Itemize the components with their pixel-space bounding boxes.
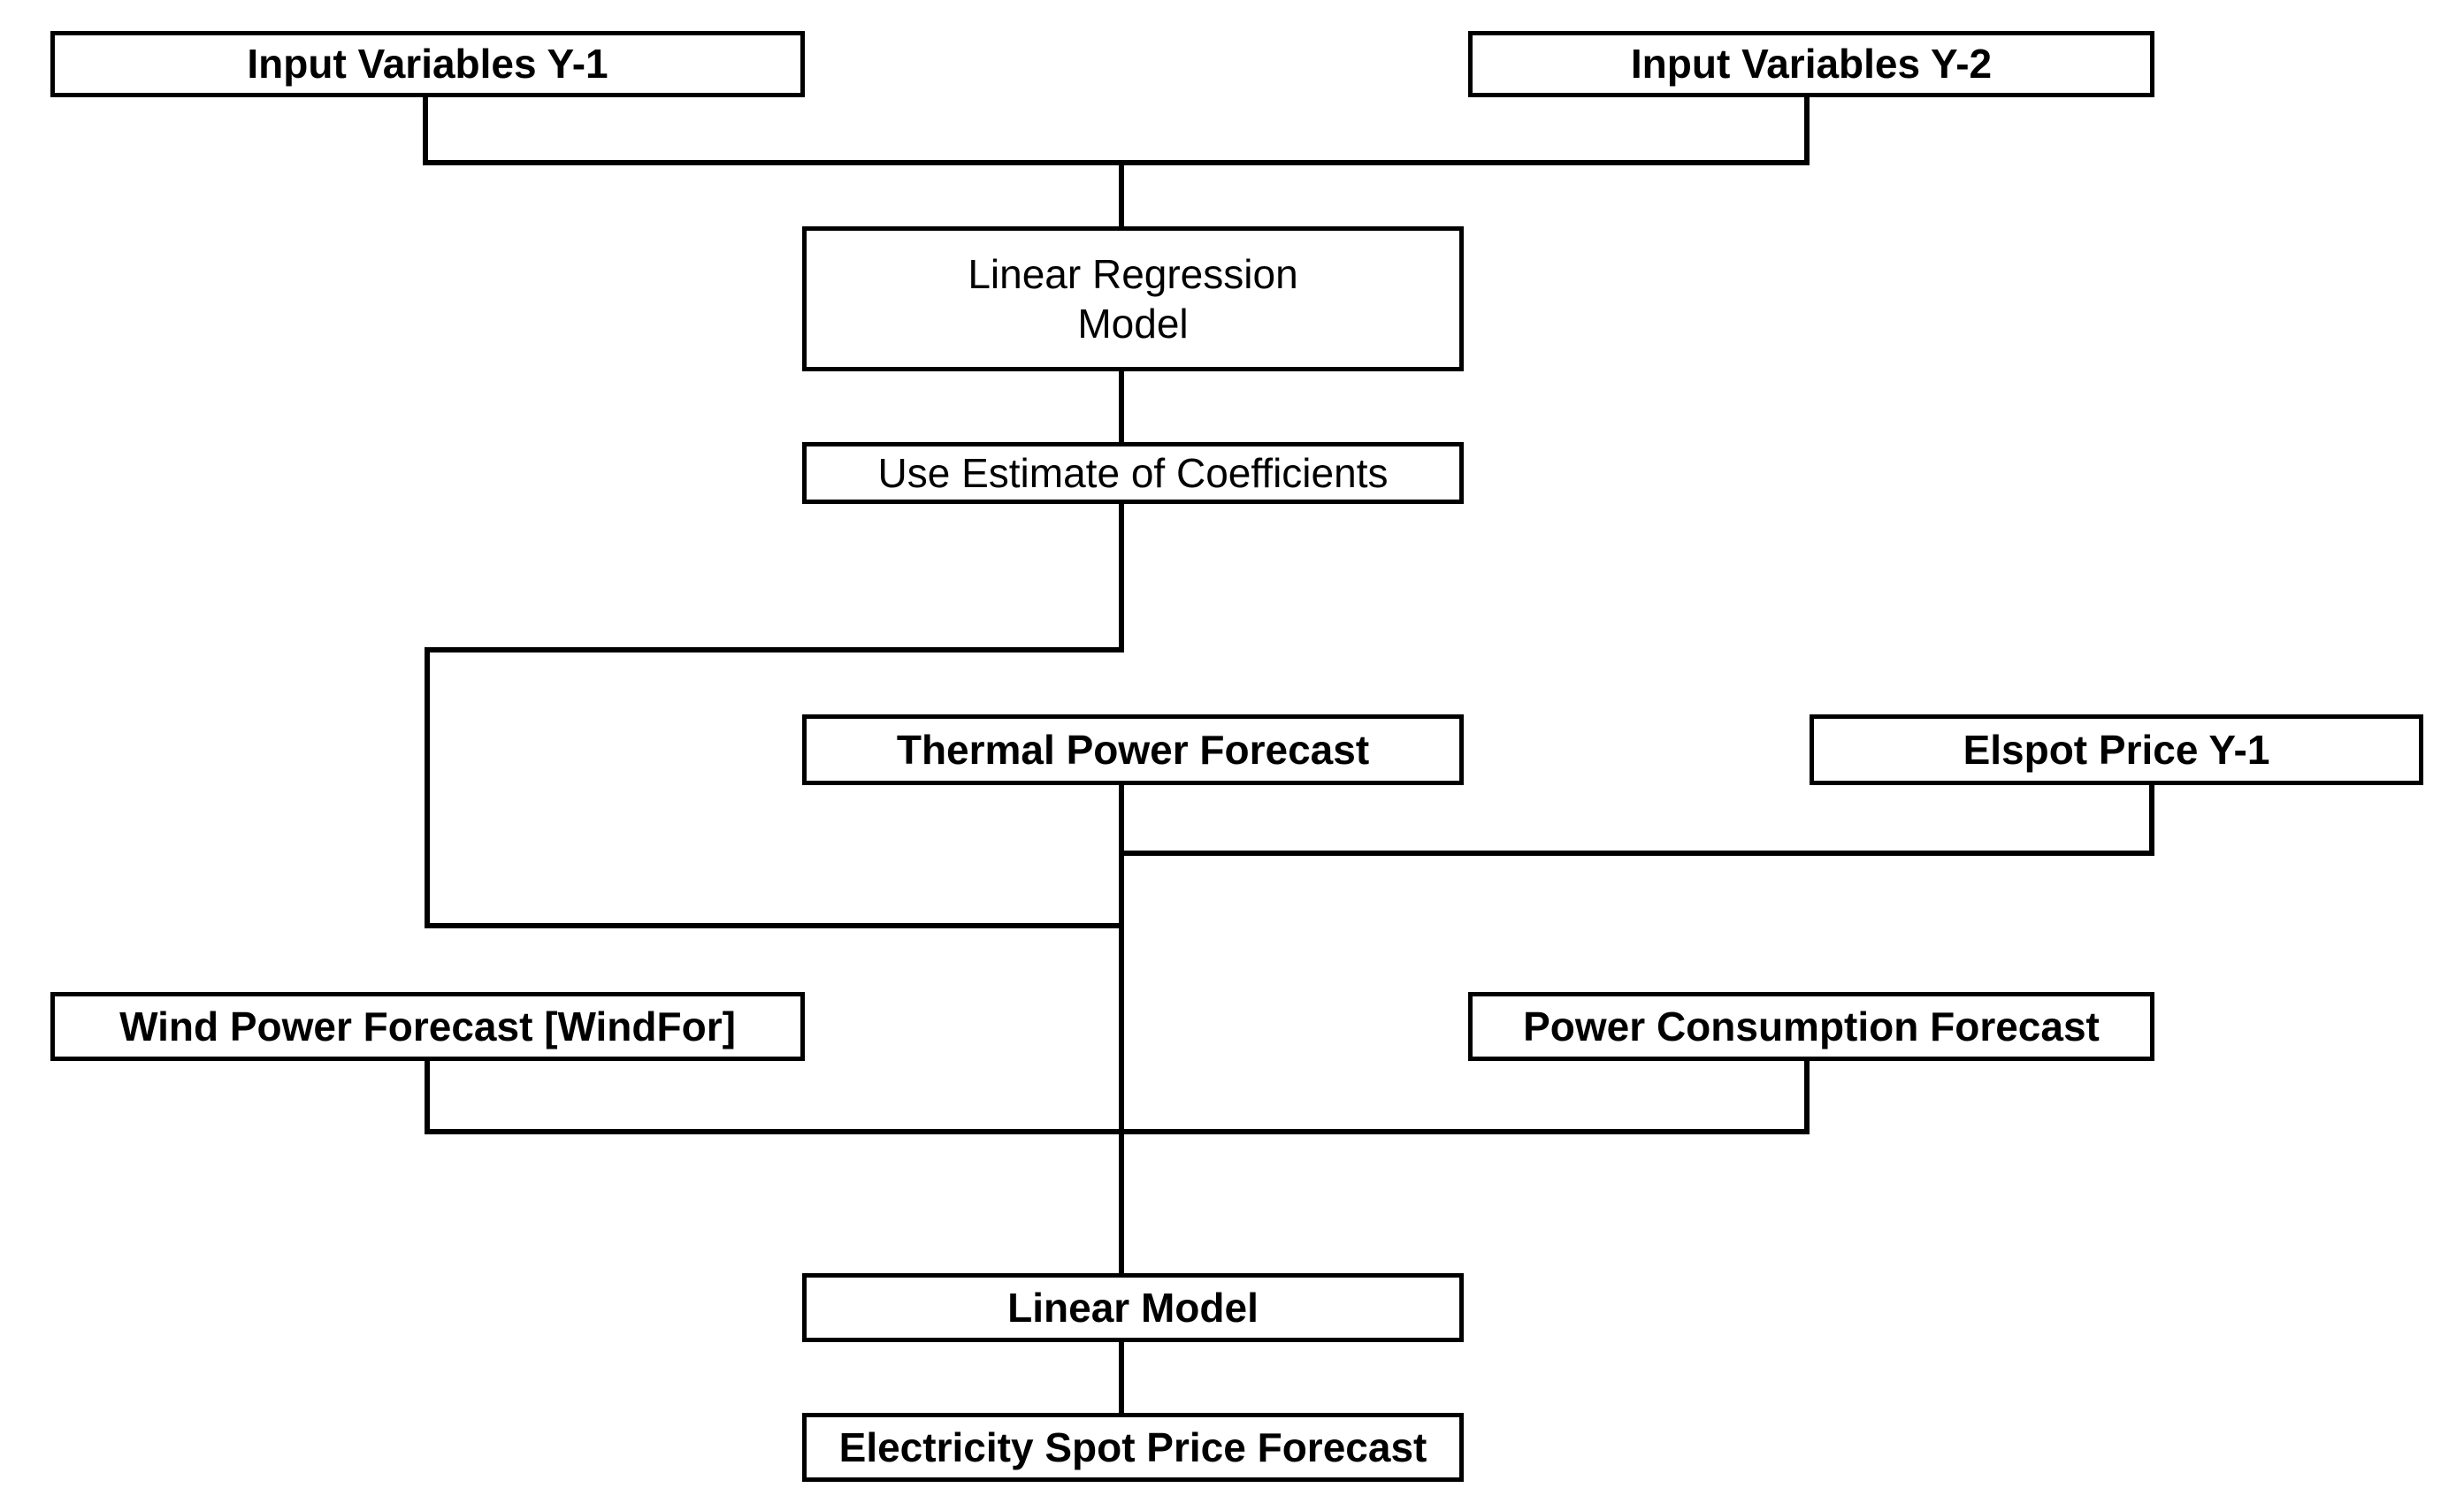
node-thermal-power-forecast: Thermal Power Forecast: [802, 714, 1464, 785]
node-linear-regression-model: Linear Regression Model: [802, 226, 1464, 371]
connector-y1-drop: [423, 95, 428, 165]
node-use-estimate-of-coefficients: Use Estimate of Coefficients: [802, 442, 1464, 504]
node-linear-model: Linear Model: [802, 1273, 1464, 1342]
connector-wind-drop: [425, 1059, 430, 1134]
connector-spine-to-regression: [1119, 160, 1124, 230]
connector-left-branch-to-spine: [425, 923, 1124, 928]
connector-thermal-drop: [1119, 783, 1124, 1137]
connector-left-branch-down: [425, 647, 430, 928]
connector-consumption-to-spine: [1121, 1129, 1810, 1134]
connector-elspot-drop: [2149, 783, 2154, 856]
node-wind-power-forecast: Wind Power Forecast [WindFor]: [50, 992, 805, 1061]
node-power-consumption-forecast: Power Consumption Forecast: [1468, 992, 2154, 1061]
connector-elspot-to-spine: [1121, 851, 2154, 856]
node-electricity-spot-price-forecast: Electricity Spot Price Forecast: [802, 1413, 1464, 1482]
connector-regression-to-estimate: [1119, 370, 1124, 446]
connector-y2-to-spine: [1121, 160, 1810, 165]
node-elspot-price-y1: Elspot Price Y-1: [1810, 714, 2423, 785]
connector-wind-to-spine: [425, 1129, 1124, 1134]
connector-consumption-drop: [1804, 1059, 1810, 1134]
node-input-variables-y2: Input Variables Y-2: [1468, 31, 2154, 97]
node-input-variables-y1: Input Variables Y-1: [50, 31, 805, 97]
connector-estimate-drop: [1119, 502, 1124, 652]
connector-y1-to-spine: [423, 160, 1127, 165]
connector-estimate-left-run: [425, 647, 1124, 652]
connector-spine-to-linear-model: [1119, 1129, 1124, 1276]
connector-linear-model-to-output: [1119, 1340, 1124, 1416]
connector-y2-drop: [1804, 95, 1810, 165]
